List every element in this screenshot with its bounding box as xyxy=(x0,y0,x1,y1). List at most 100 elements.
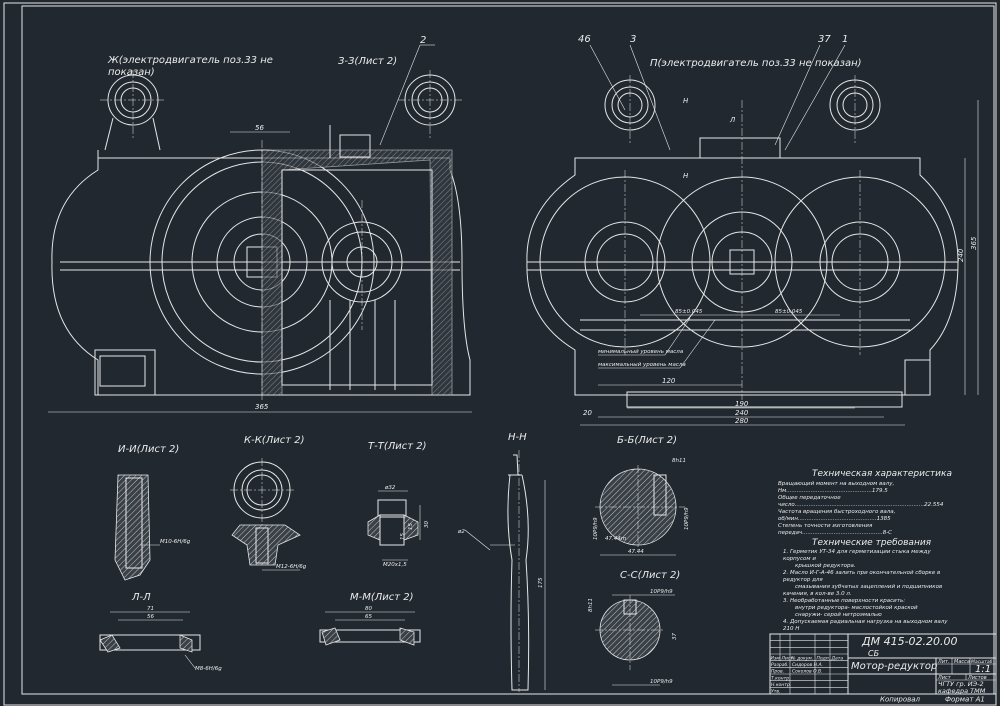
title-block xyxy=(769,633,997,695)
min-oil-level-note: минимальный уровень масла xyxy=(598,349,684,355)
req-line: крышкой редуктора. xyxy=(795,563,856,569)
sheets-label: Листов xyxy=(967,675,987,681)
section-label-c-c: С-С(Лист 2) xyxy=(620,570,680,581)
section-b-b-dim-fit-2: 10Р9/h9 xyxy=(684,507,690,530)
section-k-k xyxy=(230,458,301,571)
section-label-m-m: М-М(Лист 2) xyxy=(350,592,414,603)
drawing-scale: 1:1 xyxy=(975,664,991,675)
drawing-name: Мотор-редуктор xyxy=(851,661,937,672)
hdr-date: Дата xyxy=(831,656,844,662)
format-label: Формат А1 xyxy=(945,696,985,704)
section-m-m xyxy=(319,611,421,646)
drawing-designation: ДМ 415-02.20.00 xyxy=(861,635,958,648)
arrow-label-h2: Н xyxy=(683,172,689,180)
tech-line: передач.................................… xyxy=(778,530,892,536)
side-view-right xyxy=(526,44,979,426)
left-section-label: З-З(Лист 2) xyxy=(338,56,398,67)
drawing-frame xyxy=(3,2,997,706)
section-c-c-dim-37: 37 xyxy=(672,633,678,640)
developer-name: Сидоров Н.А. xyxy=(792,662,823,668)
section-b-b-dim-47m: 47.44m xyxy=(605,536,626,542)
dim-240-vertical: 240 xyxy=(957,248,965,262)
section-l-l xyxy=(99,611,201,669)
section-c-c-dim-8h11: 8h11 xyxy=(588,598,594,612)
role-developer: Разраб. xyxy=(771,662,789,668)
req-line: внутри редуктора- маслостойкой краской xyxy=(795,605,918,611)
right-view-note: П(электродвигатель поз.33 не показан) xyxy=(650,58,862,69)
dim-center-2: 85±0.045 xyxy=(775,309,803,315)
dim-120: 120 xyxy=(662,377,676,385)
section-label-n-n: Н-Н xyxy=(508,432,527,443)
hdr-izm: Изм. xyxy=(771,656,782,662)
req-line: корпусом и xyxy=(783,556,816,562)
role-approved: Утв. xyxy=(771,689,780,695)
tech-line: Частота вращения быстроходного вала, xyxy=(778,509,896,515)
organization: ЧГТУ гр. ИЭ-2 кафедра ТММ xyxy=(938,680,986,695)
tech-line: Нм......................................… xyxy=(778,488,888,494)
section-t-t-dim-15a: 15 xyxy=(408,523,414,530)
section-i-i-dim: М10-6Н/6g xyxy=(160,539,191,545)
section-t-t-dim-30: 30 xyxy=(424,521,430,528)
section-i-i xyxy=(114,474,160,581)
section-label-i-i: И-И(Лист 2) xyxy=(118,444,179,455)
role-ncontrol: Н.контр. xyxy=(771,682,791,688)
copied-label: Копировал xyxy=(880,696,921,704)
callout-2: 2 xyxy=(420,35,426,46)
arrow-label-l: Л xyxy=(729,116,736,124)
hdr-doc: № докум. xyxy=(790,656,813,662)
req-line: редуктор для xyxy=(782,577,823,583)
section-m-m-dim-80: 80 xyxy=(365,606,372,612)
hdr-sign: Подп. xyxy=(817,656,831,662)
dim-365: 365 xyxy=(255,403,269,411)
dim-280: 280 xyxy=(735,417,749,425)
section-c-c-dim-fit-top: 10Р9/h9 xyxy=(650,589,673,595)
section-l-l-dim-56: 56 xyxy=(147,614,154,620)
section-b-b-dim-8h11: 8h11 xyxy=(672,458,686,464)
section-n-n-dim-d2: ø2 xyxy=(457,529,465,535)
document-type: СБ xyxy=(868,649,880,658)
req-line: 4. Допускаемая радиальная нагрузка на вы… xyxy=(783,619,948,625)
section-t-t-dim-15b: 15 xyxy=(400,533,406,540)
section-label-k-k: К-К(Лист 2) xyxy=(244,435,305,446)
req-line: 210 Н xyxy=(783,626,799,632)
section-label-l-l: Л-Л xyxy=(131,592,151,603)
section-n-n-dim-175: 175 xyxy=(538,577,544,588)
section-label-b-b: Б-Б(Лист 2) xyxy=(617,435,677,446)
col-lit: Лит. xyxy=(937,659,950,665)
section-t-t-dim-d32: ø32 xyxy=(384,485,396,491)
left-view-note: Ж(электродвигатель поз.33 не показан) xyxy=(108,55,273,78)
tech-requirements-title: Технические требования xyxy=(812,538,932,548)
role-tcontrol: Т.контр. xyxy=(771,675,791,681)
checker-name: Соколов О.В. xyxy=(792,669,823,675)
tech-line: Степень точности изготовления xyxy=(778,523,873,529)
callout-46: 46 xyxy=(578,34,591,45)
tech-line: Общее передаточное xyxy=(778,495,841,501)
section-label-t-t: Т-Т(Лист 2) xyxy=(368,441,427,452)
section-l-l-dim-71: 71 xyxy=(147,606,154,612)
tech-line: Вращающий момент на выходном валу, xyxy=(778,481,894,487)
req-line: снаружи- серой нитроэмалью xyxy=(795,612,882,618)
dim-365-vertical: 365 xyxy=(970,236,978,250)
section-l-l-thread: М8-6Н/6g xyxy=(195,666,222,672)
dim-56: 56 xyxy=(255,124,264,132)
arrow-label-h1: Н xyxy=(683,97,689,105)
dim-240: 240 xyxy=(735,409,749,417)
req-line: 2. Масло И-Г-А-46 залить при окончательн… xyxy=(783,570,940,576)
req-line: 3. Необработанные поверхности красить: xyxy=(783,598,905,604)
hdr-list: Лист xyxy=(781,656,794,662)
section-b-b-dim-47: 47.44 xyxy=(628,549,644,555)
section-t-t xyxy=(367,490,421,561)
section-b-b-dim-fit-1: 10Р9/h9 xyxy=(593,517,599,540)
dim-190: 190 xyxy=(735,400,749,408)
dim-center-1: 85±0.045 xyxy=(675,309,703,315)
section-c-c xyxy=(595,594,675,686)
section-n-n xyxy=(464,450,546,692)
tech-characteristics-title: Техническая характеристика xyxy=(812,469,952,479)
section-c-c-dim-fit-bottom: 10Р9/h9 xyxy=(650,679,673,685)
section-t-t-thread: М20х1,5 xyxy=(383,562,407,568)
callout-37: 37 xyxy=(818,34,831,45)
max-oil-level-note: максимальный уровень масла xyxy=(598,362,686,368)
col-mass: Масса xyxy=(954,659,970,665)
